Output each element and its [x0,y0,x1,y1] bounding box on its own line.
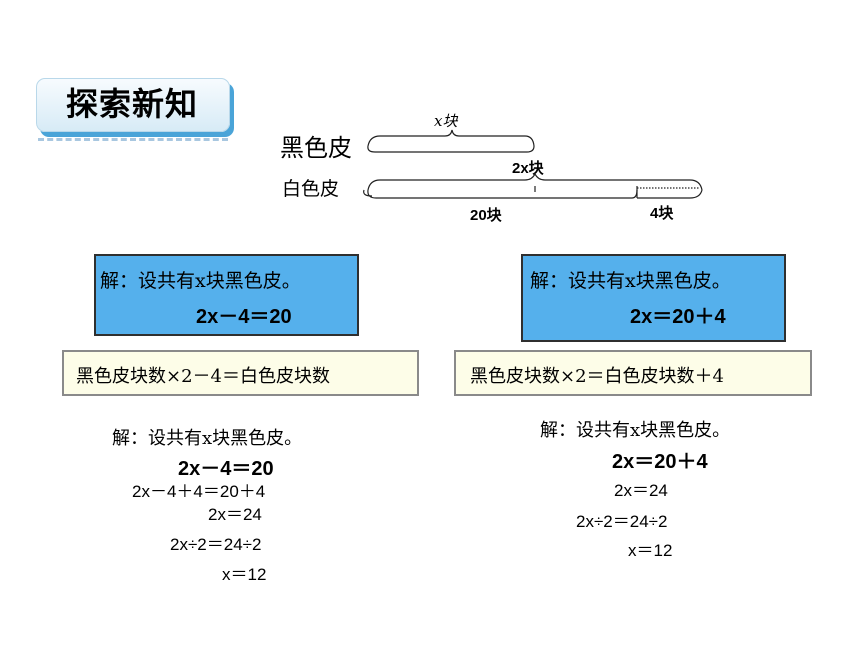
black-leather-label: 黑色皮 [280,134,352,162]
white-bottom-right-label: 4块 [650,205,674,222]
title-badge [36,78,230,132]
left-relation-text: 黑色皮块数×2－4＝白色皮块数 [76,366,330,387]
left-solution-intro: 解：设共有x块黑色皮。 [112,428,303,449]
left-setup-box [94,254,359,336]
left-solution-step-2: 2x＝24 [208,505,262,524]
right-solution-step-3: x＝12 [628,541,673,560]
left-solution-step-1: 2x－4＋4＝20＋4 [132,482,266,501]
left-solution-step-3: 2x÷2＝24÷2 [170,535,262,554]
white-leather-label: 白色皮 [282,178,340,200]
white-bottom-left-label: 20块 [470,207,502,224]
right-box-equation: 2x＝20＋4 [630,306,726,328]
white-bottom-brace-20 [363,189,373,197]
white-top-brace-label: 2x块 [512,160,544,177]
white-bar [367,189,638,199]
black-bar [367,145,535,153]
left-solution-equation: 2x－4＝20 [178,458,274,480]
title-underline [38,138,228,141]
right-solution-step-1: 2x＝24 [614,481,668,500]
white-bottom-brace-4 [637,189,703,199]
left-box-line1: 解：设共有x块黑色皮。 [100,270,301,292]
right-setup-box [521,254,786,342]
right-solution-step-2: 2x÷2＝24÷2 [576,512,668,531]
white-top-brace [367,172,703,191]
section-title: 探索新知 [65,85,198,123]
right-box-line1: 解：设共有x块黑色皮。 [530,270,731,292]
right-solution-equation: 2x＝20＋4 [612,451,708,473]
black-brace [367,129,535,147]
right-solution-intro: 解：设共有x块黑色皮。 [540,420,731,441]
right-relation-text: 黑色皮块数×2＝白色皮块数＋4 [470,366,724,387]
black-brace-label: x块 [434,112,458,130]
left-solution-step-4: x＝12 [222,565,267,584]
right-relation-box [454,350,812,396]
left-box-equation: 2x－4＝20 [196,306,292,328]
left-relation-box [62,350,419,396]
